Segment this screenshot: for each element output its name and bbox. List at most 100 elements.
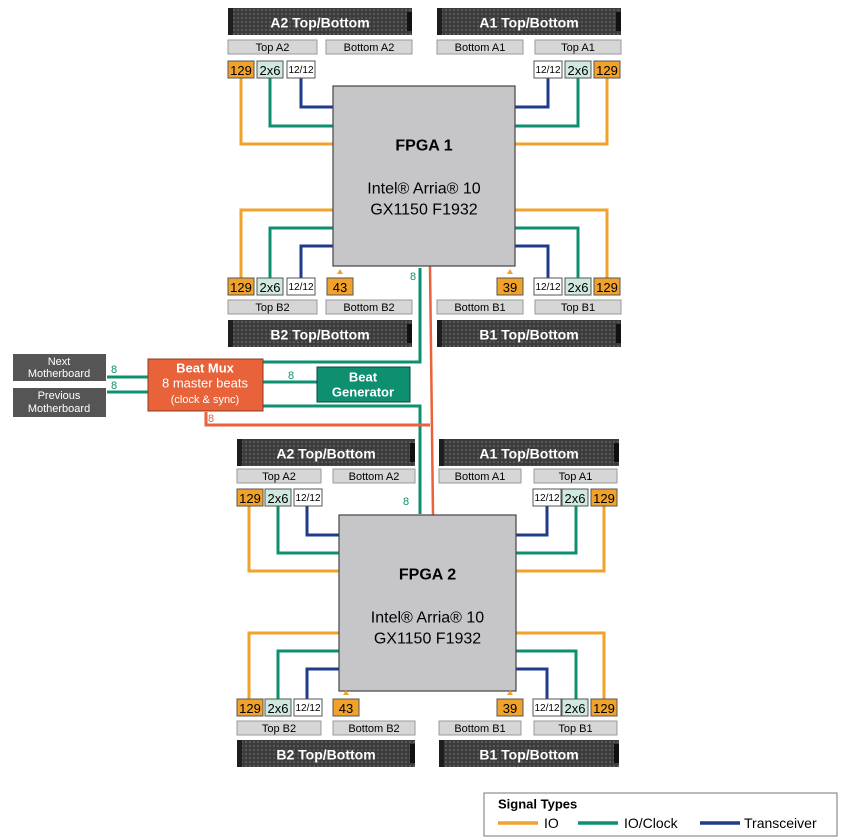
connector-end bbox=[616, 324, 621, 343]
sublabel-bottom-a1-1-text: Bottom A1 bbox=[455, 42, 506, 54]
io-count-b2-1 bbox=[227, 277, 255, 296]
beat-mux-box bbox=[147, 358, 264, 412]
sublabel-top-b2-1 bbox=[227, 299, 318, 315]
sublabel-top-a1-2 bbox=[533, 468, 618, 484]
ioclock-wire-b2-2 bbox=[276, 649, 339, 707]
ioclock-count-a2-1 bbox=[256, 60, 284, 79]
sublabel-bottom-a2-2 bbox=[332, 468, 416, 484]
connector-label: A1 Top/Bottom bbox=[479, 15, 578, 31]
sublabel-bottom-b1-1-text: Bottom B1 bbox=[454, 302, 505, 314]
transceiver-count-b1-2-text: 12/12 bbox=[534, 703, 559, 714]
io-count-a1-2-text: 129 bbox=[593, 491, 615, 506]
connector-body bbox=[237, 439, 415, 466]
connector-label: B1 Top/Bottom bbox=[479, 747, 578, 763]
io-wire-b1-1 bbox=[515, 208, 609, 278]
io-arrow-1-1 bbox=[507, 269, 513, 274]
fpga1-title: FPGA 1 bbox=[395, 138, 452, 155]
connector-body bbox=[237, 740, 415, 767]
transceiver-count-a1-2-text: 12/12 bbox=[534, 493, 559, 504]
transceiver-count-a1-1-text: 12/12 bbox=[535, 65, 560, 76]
transceiver-wire-a2-2 bbox=[305, 506, 339, 537]
io-count-a2-2-text: 129 bbox=[239, 491, 261, 506]
ioclock-wire-b2-1 bbox=[268, 226, 333, 278]
ioclock-count-a2-2 bbox=[264, 488, 292, 507]
connector-end bbox=[407, 324, 412, 343]
connector-end bbox=[439, 740, 444, 767]
fpga2-title: FPGA 2 bbox=[399, 567, 456, 584]
ioclock-count-a1-1 bbox=[564, 60, 592, 79]
connector-end bbox=[228, 8, 233, 35]
ioclock-count-b1-1-text: 2x6 bbox=[568, 280, 589, 295]
connector-end bbox=[407, 12, 412, 31]
legend-label-2: Transceiver bbox=[744, 815, 817, 831]
sublabel-bottom-b2-1 bbox=[325, 299, 413, 315]
connector-body bbox=[228, 8, 412, 35]
io-count-bottom-b1-2 bbox=[496, 698, 524, 717]
connector-b1-2: B1 Top/Bottom bbox=[439, 740, 619, 767]
connector-label: A2 Top/Bottom bbox=[276, 446, 375, 462]
sublabel-top-b2-2 bbox=[236, 720, 322, 736]
io-count-a1-2 bbox=[590, 488, 618, 507]
connector-body bbox=[437, 8, 621, 35]
sublabel-top-a1-1 bbox=[534, 39, 622, 55]
ioclock-wire-b1-1 bbox=[515, 226, 580, 278]
io-arrow-0-1 bbox=[337, 269, 343, 274]
beat-wire-fpga-link bbox=[428, 265, 435, 516]
io-count-bottom-b2-2-text: 43 bbox=[339, 701, 353, 716]
io-count-b1-1 bbox=[593, 277, 621, 296]
sublabel-top-b2-1-text: Top B2 bbox=[255, 302, 289, 314]
io-count-b1-1-text: 129 bbox=[596, 280, 618, 295]
io-count-b2-1-text: 129 bbox=[230, 280, 252, 295]
io-count-b1-2-text: 129 bbox=[593, 701, 615, 716]
sublabel-top-b1-1-text: Top B1 bbox=[561, 302, 595, 314]
io-count-b2-2 bbox=[236, 698, 264, 717]
fpga1-chip bbox=[332, 85, 516, 267]
ioclock-count-a1-1-text: 2x6 bbox=[568, 63, 589, 78]
sublabel-top-b2-2-text: Top B2 bbox=[262, 723, 296, 735]
beat-count-0: 8 bbox=[410, 271, 416, 283]
connector-end bbox=[616, 12, 621, 31]
legend-label-0: IO bbox=[544, 815, 559, 831]
connector-label: B2 Top/Bottom bbox=[270, 327, 369, 343]
connector-b1-1: B1 Top/Bottom bbox=[437, 320, 621, 347]
beat-count-4: 8 bbox=[208, 413, 214, 425]
next-motherboard-box bbox=[13, 354, 106, 381]
connector-end bbox=[237, 439, 242, 466]
beat-mux-line1: 8 master beats bbox=[162, 376, 248, 391]
sublabel-bottom-b2-2-text: Bottom B2 bbox=[348, 723, 399, 735]
sublabel-bottom-b1-2 bbox=[438, 720, 522, 736]
ioclock-count-b2-1-text: 2x6 bbox=[260, 280, 281, 295]
legend-frame bbox=[483, 792, 838, 837]
ioclock-count-b1-2 bbox=[561, 698, 589, 717]
io-count-a2-1-text: 129 bbox=[230, 63, 252, 78]
io-arrow-0-2 bbox=[343, 690, 349, 695]
transceiver-wire-a1-2 bbox=[516, 506, 549, 537]
connector-end bbox=[410, 443, 415, 462]
beat-count-3: 8 bbox=[111, 380, 117, 392]
transceiver-count-a2-2 bbox=[293, 488, 323, 507]
connector-end bbox=[237, 740, 242, 767]
transceiver-count-b1-1 bbox=[533, 277, 563, 296]
sublabel-top-a2-1-text: Top A2 bbox=[256, 42, 290, 54]
ioclock-count-b1-2-text: 2x6 bbox=[565, 701, 586, 716]
connector-a1-1: A1 Top/Bottom bbox=[437, 8, 621, 35]
io-wire-b2-2 bbox=[247, 631, 339, 707]
sublabel-top-b1-2-text: Top B1 bbox=[558, 723, 592, 735]
connector-end bbox=[614, 744, 619, 763]
ioclock-count-b2-2 bbox=[264, 698, 292, 717]
next-motherboard-line2: Motherboard bbox=[28, 368, 90, 380]
ioclock-wire-a1-1 bbox=[515, 78, 580, 128]
transceiver-wire-b2-1 bbox=[299, 244, 333, 278]
legend-title: Signal Types bbox=[498, 797, 577, 812]
io-arrow-1-2 bbox=[507, 690, 513, 695]
connector-label: A2 Top/Bottom bbox=[270, 15, 369, 31]
beat-count-2: 8 bbox=[111, 364, 117, 376]
ioclock-count-b2-1 bbox=[256, 277, 284, 296]
io-count-bottom-b1-1-text: 39 bbox=[503, 280, 517, 295]
connector-body bbox=[439, 740, 619, 767]
next-motherboard-line1: Next bbox=[48, 356, 71, 368]
connector-b2-1: B2 Top/Bottom bbox=[228, 320, 412, 347]
ioclock-count-b2-2-text: 2x6 bbox=[268, 701, 289, 716]
